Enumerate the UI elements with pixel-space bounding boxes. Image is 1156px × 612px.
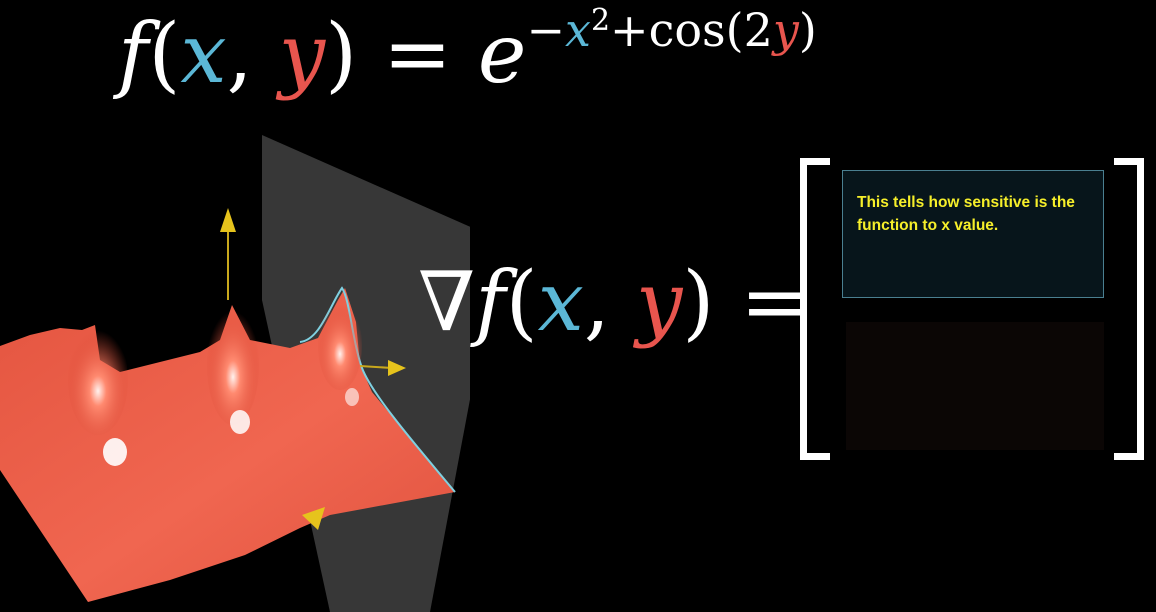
eq-x: x [180,7,227,102]
highlight-2 [230,410,250,434]
gradient-x-entry-note: This tells how sensitive is the function… [842,170,1104,298]
highlight-3 [345,388,359,406]
eq-exp-minus: − [526,3,565,57]
eq-exp-x: x [565,3,591,57]
vector-left-bracket [800,158,830,460]
eq-close-paren: ) [325,7,358,102]
peak-2 [207,305,259,425]
function-equation: f(x, y) = e−x2+cos(2y) [118,6,817,96]
vector-right-bracket [1114,158,1144,460]
eq-comma: , [226,7,279,102]
note-text: This tells how sensitive is the function… [857,194,1075,234]
grad-close-paren: ) [682,255,715,350]
nabla-icon: ∇ [418,255,476,350]
highlight-1 [103,438,127,466]
grad-x: x [537,255,584,350]
grad-comma: , [583,255,637,350]
grad-open-paren: ( [505,255,538,350]
grad-equals: = [714,255,810,350]
eq-f: f [118,7,149,102]
grad-y: y [636,255,683,350]
peak-1 [68,325,128,435]
gradient-y-entry [846,322,1104,450]
eq-open-paren: ( [148,7,181,102]
eq-exp-close: ) [798,3,817,57]
eq-equals: = [357,7,478,102]
eq-y: y [278,7,326,102]
surface-plot-icon [0,135,470,612]
gradient-equation: ∇f(x, y) = [418,262,809,344]
eq-exp-square: 2 [590,3,611,38]
eq-exp-y: y [772,3,799,57]
axis-arrow-icon [220,208,406,530]
peak-3 [318,300,362,390]
eq-exponent: −x2+cos(2y) [526,3,816,57]
eq-e: e [477,7,527,102]
eq-exp-cos: +cos(2 [610,3,773,57]
grad-f: f [475,255,506,350]
